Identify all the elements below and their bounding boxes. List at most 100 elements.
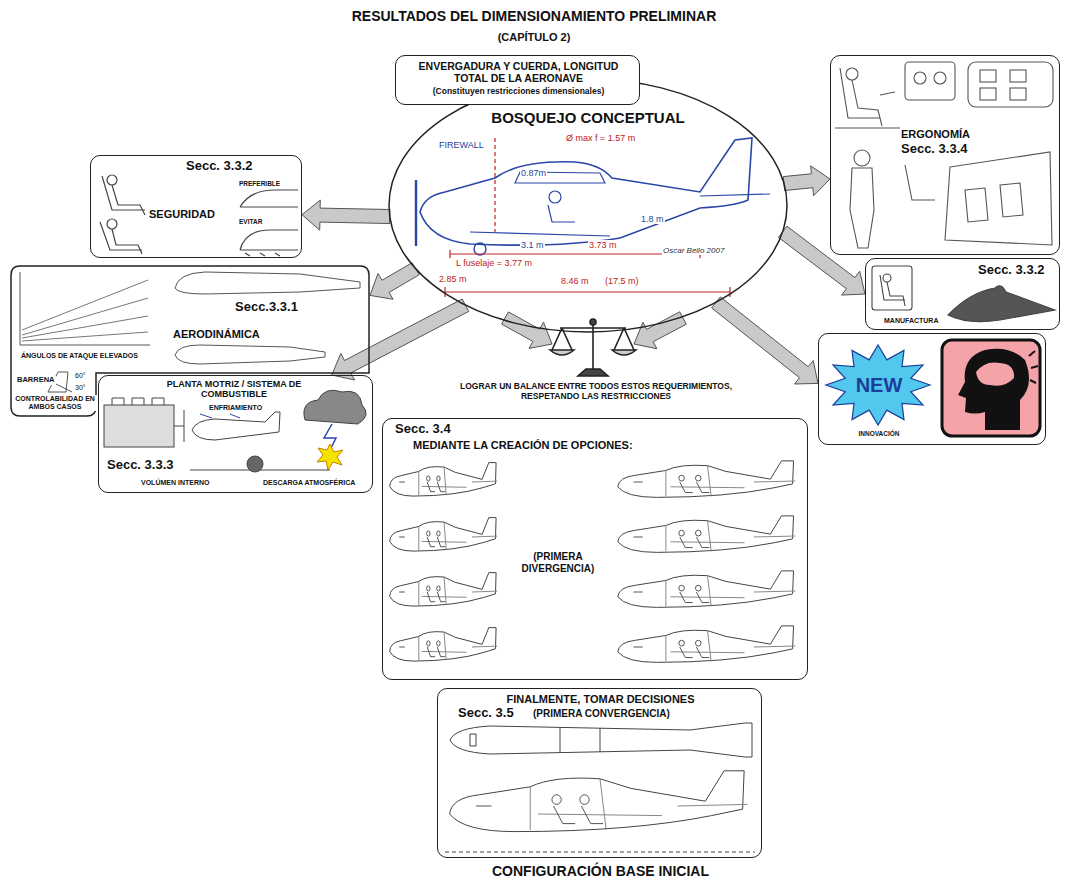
concept-sketch bbox=[549, 191, 561, 203]
box-heading: Secc. 3.4 bbox=[395, 422, 451, 437]
block-arrow bbox=[370, 263, 419, 300]
ergonomics-drawing bbox=[850, 168, 874, 248]
box-heading: Secc.3.3.1 bbox=[235, 300, 298, 315]
concept-sketch bbox=[416, 138, 770, 297]
block-arrow bbox=[712, 297, 818, 384]
option-sketches bbox=[618, 461, 796, 497]
powerplant-drawing bbox=[104, 405, 174, 447]
safety-drawing bbox=[107, 175, 117, 185]
option-sketches bbox=[390, 628, 498, 661]
innovation-icons bbox=[958, 349, 1029, 430]
aerodynamics-drawing bbox=[22, 280, 148, 341]
box-text: (PRIMERA DIVERGENCIA) bbox=[508, 551, 608, 574]
safety-drawing bbox=[100, 222, 142, 254]
ergonomics-drawing bbox=[854, 150, 870, 166]
requirement-box: PLANTA MOTRIZ / SISTEMA DE COMBUSTIBLESe… bbox=[98, 375, 373, 493]
annotation-label: Oscar Bello 2007 bbox=[662, 246, 725, 255]
diagram-title: RESULTADOS DEL DIMENSIONAMIENTO PRELIMIN… bbox=[0, 8, 1068, 24]
annotation-label: 3.73 m bbox=[588, 240, 618, 250]
ergonomics-drawing bbox=[968, 62, 1053, 107]
manufacturing-drawing bbox=[948, 286, 1055, 322]
aerodynamics-drawing bbox=[20, 272, 360, 392]
powerplant-drawing bbox=[317, 444, 343, 470]
options-box: Secc. 3.4MEDIANTE LA CREACIÓN DE OPCIONE… bbox=[382, 418, 808, 680]
annotation-label: 30° bbox=[74, 384, 87, 392]
balance-scale bbox=[550, 350, 636, 355]
requirement-box: Secc. 3.3.2SEGURIDAD bbox=[90, 155, 302, 258]
box-text: Secc. 3.3.4 bbox=[901, 142, 968, 157]
ergonomics-drawing bbox=[934, 72, 946, 84]
base-configuration-drawing bbox=[450, 771, 748, 832]
box-text: (Constituyen restricciones dimensionales… bbox=[401, 87, 636, 97]
concept-sketch bbox=[470, 172, 770, 236]
ergonomics-drawing bbox=[914, 72, 926, 84]
box-heading: Secc. 3.3.2 bbox=[978, 263, 1045, 278]
requirement-box: ERGONOMÍASecc. 3.3.4 bbox=[830, 55, 1060, 255]
box-text: MANUFACTURA bbox=[884, 317, 938, 325]
innovation-box: NEW INNOVACIÓN bbox=[818, 333, 1046, 445]
box-heading: FINALMENTE, TOMAR DECISIONES bbox=[438, 693, 763, 706]
annotation-label: DESCARGA ATMOSFÉRICA bbox=[262, 479, 356, 487]
option-sketches bbox=[390, 461, 796, 662]
ergonomics-drawing bbox=[846, 68, 858, 80]
innovation-icons bbox=[976, 362, 1014, 385]
annotation-label: ÁNGULOS DE ATAQUE ELEVADOS bbox=[20, 352, 139, 360]
annotation-label: 8.46 m bbox=[560, 276, 590, 286]
safety-drawing bbox=[240, 230, 298, 256]
box-text: AERODINÁMICA bbox=[173, 328, 260, 341]
annotation-label: FIREWALL bbox=[438, 140, 485, 150]
box-text: INNOVACIÓN bbox=[819, 430, 939, 437]
block-arrow bbox=[302, 200, 390, 230]
annotation-label: 60° bbox=[74, 372, 87, 380]
option-sketches bbox=[390, 518, 498, 551]
balance-scale bbox=[550, 319, 636, 376]
option-sketches bbox=[618, 571, 796, 607]
constraint-box: ENVERGADURA Y CUERDA, LONGITUD TOTAL DE … bbox=[395, 55, 640, 105]
concept-sketch bbox=[420, 138, 752, 245]
ergonomics-drawing bbox=[1010, 70, 1026, 82]
box-heading: ERGONOMÍA bbox=[901, 128, 970, 141]
manufacturing-drawing bbox=[883, 274, 891, 282]
concept-sketch bbox=[474, 243, 486, 255]
ergonomics-drawing bbox=[835, 62, 1053, 248]
manufacturing-drawing bbox=[880, 275, 905, 306]
annotation-label: 1.8 m bbox=[640, 214, 665, 224]
concept-sketch bbox=[415, 180, 417, 246]
innovation-icons bbox=[1029, 351, 1038, 383]
base-configuration-drawing bbox=[450, 723, 752, 757]
box-heading: BOSQUEJO CONCEPTUAL bbox=[388, 109, 788, 126]
annotation-label: PREFERIBLE bbox=[238, 180, 281, 187]
annotation-label: 0.87m bbox=[520, 168, 547, 178]
ergonomics-drawing bbox=[835, 68, 900, 128]
box-text: MEDIANTE LA CREACIÓN DE OPCIONES: bbox=[413, 439, 633, 452]
annotation-label: ENFRIAMIENTO bbox=[208, 404, 263, 412]
concept-sketch bbox=[548, 205, 575, 222]
annotation-label: BARRENA bbox=[16, 376, 56, 385]
requirement-box: Secc. 3.3.2MANUFACTURA bbox=[865, 258, 1060, 330]
box-text: CONFIGURACIÓN BASE INICIAL bbox=[438, 863, 763, 879]
box-heading: NEW bbox=[819, 374, 939, 397]
balance-scale bbox=[578, 369, 608, 376]
base-configuration-drawing bbox=[445, 852, 755, 853]
option-sketches bbox=[390, 463, 498, 496]
annotation-label: EVITAR bbox=[238, 218, 263, 225]
base-configuration-drawing bbox=[470, 727, 600, 753]
powerplant-drawing bbox=[200, 414, 240, 418]
annotation-label: 2.85 m bbox=[438, 274, 468, 284]
safety-drawing bbox=[102, 176, 145, 215]
powerplant-drawing bbox=[304, 390, 366, 424]
safety-drawing bbox=[240, 190, 298, 207]
aerodynamics-drawing bbox=[20, 272, 150, 345]
ergonomics-drawing bbox=[980, 88, 996, 100]
box-heading: Secc. 3.3.2 bbox=[186, 159, 253, 174]
box-heading: ENVERGADURA Y CUERDA, LONGITUD TOTAL DE … bbox=[401, 60, 636, 84]
option-sketches bbox=[618, 516, 796, 552]
concept-sketch-ellipse: BOSQUEJO CONCEPTUAL bbox=[388, 78, 788, 333]
box-text: SEGURIDAD bbox=[149, 208, 215, 221]
powerplant-drawing bbox=[104, 390, 366, 472]
annotation-label: VOLÚMEN INTERNO bbox=[140, 479, 210, 487]
block-arrow bbox=[778, 226, 865, 295]
ergonomics-drawing bbox=[905, 165, 935, 200]
base-configuration-drawing bbox=[445, 723, 755, 852]
